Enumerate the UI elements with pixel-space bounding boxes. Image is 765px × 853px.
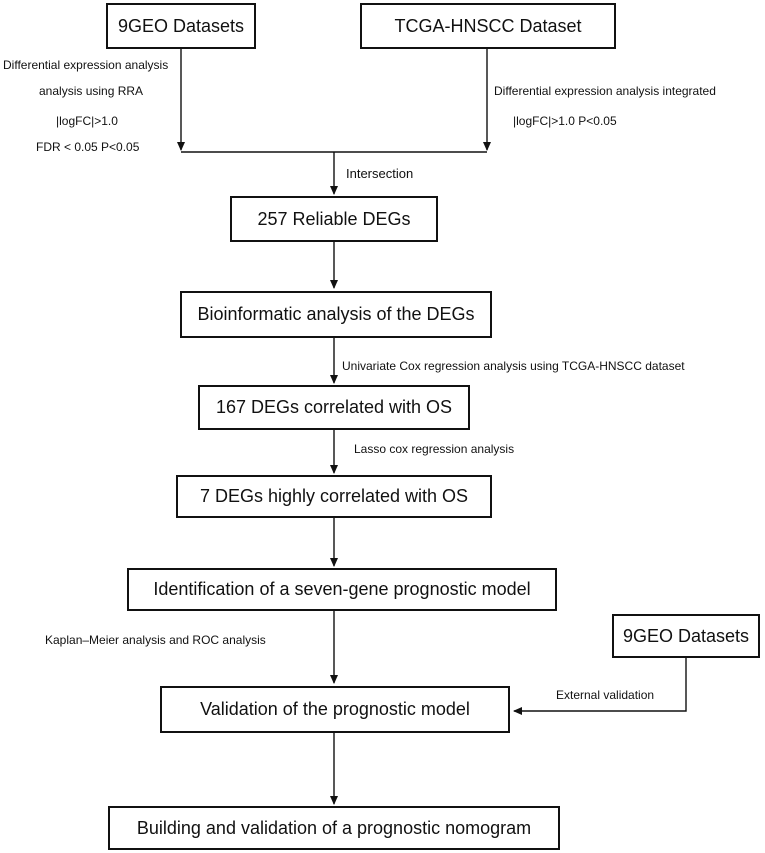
node-reliable-degs: 257 Reliable DEGs	[230, 196, 438, 242]
label-tcga-analysis-1: Differential expression analysis integra…	[494, 84, 716, 98]
label-geo-analysis-1: Differential expression analysis	[3, 58, 169, 72]
node-167-degs: 167 DEGs correlated with OS	[198, 385, 470, 430]
node-bioinformatic-analysis: Bioinformatic analysis of the DEGs	[180, 291, 492, 338]
node-validation-model: Validation of the prognostic model	[160, 686, 510, 733]
arrow-external-validation	[513, 658, 687, 715]
label-univariate-cox: Univariate Cox regression analysis using…	[342, 359, 685, 373]
node-prognostic-nomogram: Building and validation of a prognostic …	[108, 806, 560, 850]
label-geo-analysis-3: |logFC|>1.0	[56, 114, 118, 128]
label-geo-analysis-2: analysis using RRA	[39, 84, 144, 98]
node-identification-model: Identification of a seven-gene prognosti…	[127, 568, 557, 611]
label-lasso-cox: Lasso cox regression analysis	[354, 442, 515, 456]
label-intersection: Intersection	[346, 166, 414, 181]
label-tcga-analysis-2: |logFC|>1.0 P<0.05	[513, 114, 617, 128]
label-geo-analysis-4: FDR < 0.05 P<0.05	[36, 140, 140, 154]
node-tcga-dataset: TCGA-HNSCC Dataset	[360, 3, 616, 49]
node-7-degs: 7 DEGs highly correlated with OS	[176, 475, 492, 518]
node-geo-datasets: 9GEO Datasets	[106, 3, 256, 49]
node-geo-datasets-external: 9GEO Datasets	[612, 614, 760, 658]
label-external-validation: External validation	[556, 688, 655, 702]
label-km-roc: Kaplan–Meier analysis and ROC analysis	[45, 633, 266, 647]
